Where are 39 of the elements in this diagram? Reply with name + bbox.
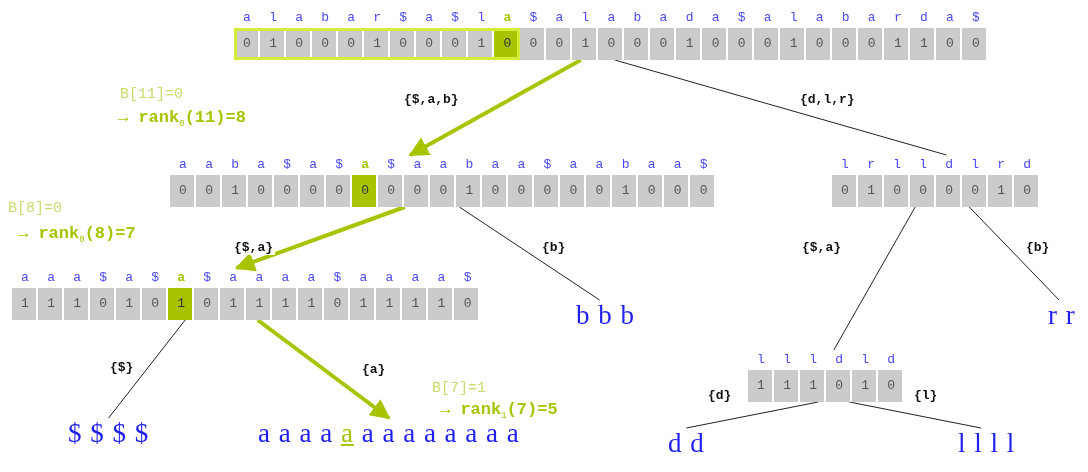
symbol-sequence: a a b a $ a $ a $ a a b a a $ a a b a a $	[178, 156, 714, 174]
edge-label: {a}	[360, 362, 388, 377]
leaf-symbols: d d	[668, 428, 705, 458]
edge-label: {$}	[108, 360, 136, 375]
connector-line	[108, 319, 186, 419]
edge-label: {b}	[540, 240, 568, 255]
symbol-sequence: a l a b a r $ a $ l a $ a l a b a d a $ a l a b a r d a $	[242, 9, 986, 27]
rank-annotation: B[7]=1	[432, 380, 486, 397]
edge-label: {$,a}	[800, 240, 843, 255]
symbol-sequence: a a a $ a $ a $ a a a a $ a a a a $	[20, 269, 478, 287]
symbol-sequence: l r l l d l r d	[840, 156, 1038, 174]
connector-line	[458, 206, 601, 301]
leaf-symbols: $ $ $ $	[68, 418, 150, 448]
rank-annotation: → rank$_{0}$(11)=8	[118, 108, 246, 130]
leaf-symbols: b b b	[576, 300, 635, 330]
arrow	[256, 318, 391, 420]
edge-label: {$,a}	[232, 240, 275, 255]
rank-annotation: → rank$_{0}$(8)=7	[18, 224, 136, 246]
edge-label: {d}	[706, 388, 734, 403]
rank-annotation: B[11]=0	[120, 86, 183, 103]
rank-annotation: B[8]=0	[8, 200, 62, 217]
arrow	[408, 58, 582, 157]
connector-line	[968, 206, 1060, 301]
bit-vector: 1 1 1 0 1 0 1 0 1 1 1 1 0 1 1 1 1 0	[12, 288, 480, 320]
edge-label: {$,a,b}	[402, 92, 461, 107]
bit-vector: 0 0 1 0 0 0 0 0 0 0 0 1 0 0 0 0 0 1 0 0 0	[170, 175, 716, 207]
arrow	[234, 205, 406, 272]
connector-line	[685, 401, 819, 429]
leaf-symbols: l l l l	[958, 428, 1016, 458]
edge-label: {l}	[912, 388, 940, 403]
connector-line	[614, 59, 947, 156]
edge-label: {d,l,r}	[798, 92, 857, 107]
bit-vector: 0 1 0 0 0 0 1 0	[832, 175, 1040, 207]
bit-vector: 1 1 1 0 1 0	[748, 370, 904, 402]
symbol-sequence: l l l d l d	[756, 351, 902, 369]
connector-line	[833, 206, 916, 351]
bit-vector: 0 1 0 0 0 1 0 0 0 1 0 0 0 1 0 0 0 1 0 0 0 1 0 0 0 1 1 0 0	[234, 28, 988, 60]
leaf-symbols: r r	[1048, 300, 1076, 330]
edge-label: {b}	[1024, 240, 1052, 255]
